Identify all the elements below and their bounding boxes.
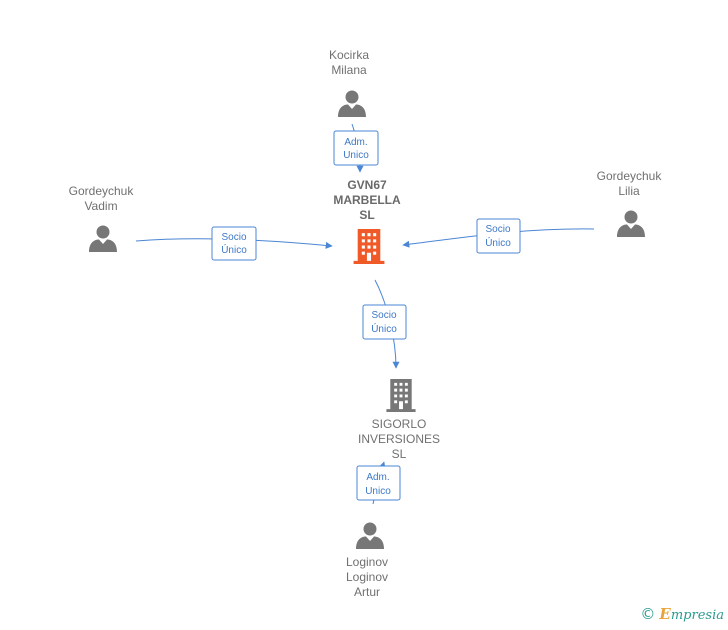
edge-label-line: Único: [485, 236, 511, 249]
brand-name-initial: E: [659, 605, 671, 623]
node-label-line: Kocirka: [329, 48, 369, 62]
building-icon: [386, 378, 416, 412]
node-label-line: SL: [359, 208, 374, 222]
node-loginov-artur[interactable]: Loginov Loginov Artur: [346, 522, 388, 600]
person-icon: [356, 522, 384, 549]
copyright-icon: ©: [640, 605, 656, 623]
node-label-line: Lilia: [618, 184, 640, 198]
brand-name-rest: mpresia: [670, 608, 724, 623]
node-label-line: INVERSIONES: [358, 432, 440, 446]
node-kocirka-milana[interactable]: Kocirka Milana: [329, 48, 369, 117]
edge-kocirka-gvn67: Adm. Unico: [333, 123, 379, 173]
person-icon: [617, 210, 645, 237]
edge-label-line: Unico: [343, 150, 369, 161]
edge-loginov-sigorlo: Adm. Unico: [356, 461, 401, 505]
node-label-line: GVN67: [347, 178, 387, 192]
person-icon: [89, 225, 117, 252]
building-icon: [353, 229, 385, 264]
node-label-line: Vadim: [84, 199, 117, 213]
edge-lilia-gvn67: Socio Único: [402, 218, 595, 254]
empresia-brand[interactable]: © Empresia: [640, 604, 724, 624]
node-label-line: Artur: [354, 585, 380, 599]
edge-label-line: Socio: [221, 232, 246, 243]
node-label-line: SIGORLO: [372, 417, 427, 431]
brand-name: Empresia: [659, 605, 724, 623]
node-label-line: Gordeychuk: [69, 184, 135, 198]
node-label-line: Loginov: [346, 555, 388, 569]
node-gordeychuk-lilia[interactable]: Gordeychuk Lilia: [597, 169, 663, 237]
node-label-line: Loginov: [346, 570, 388, 584]
node-sigorlo-inversiones-sl[interactable]: SIGORLO INVERSIONES SL: [358, 378, 440, 461]
node-label-line: Milana: [331, 63, 367, 77]
edge-label-line: Adm.: [366, 472, 389, 483]
edge-gvn67-sigorlo: Socio Único: [362, 279, 407, 369]
edge-vadim-gvn67: Socio Único: [135, 226, 333, 261]
edge-label-line: Socio: [371, 310, 396, 321]
edge-label-line: Único: [371, 322, 397, 335]
node-gvn67-marbella-sl[interactable]: GVN67 MARBELLA SL: [333, 178, 401, 264]
edge-label-line: Socio: [485, 224, 510, 235]
node-gordeychuk-vadim[interactable]: Gordeychuk Vadim: [69, 184, 135, 252]
node-label-line: SL: [392, 447, 407, 461]
person-icon: [338, 90, 366, 117]
edge-label-line: Unico: [365, 486, 391, 497]
node-label-line: MARBELLA: [333, 193, 401, 207]
edge-label-line: Adm.: [344, 137, 367, 148]
node-label-line: Gordeychuk: [597, 169, 663, 183]
edge-label-line: Único: [221, 243, 247, 256]
